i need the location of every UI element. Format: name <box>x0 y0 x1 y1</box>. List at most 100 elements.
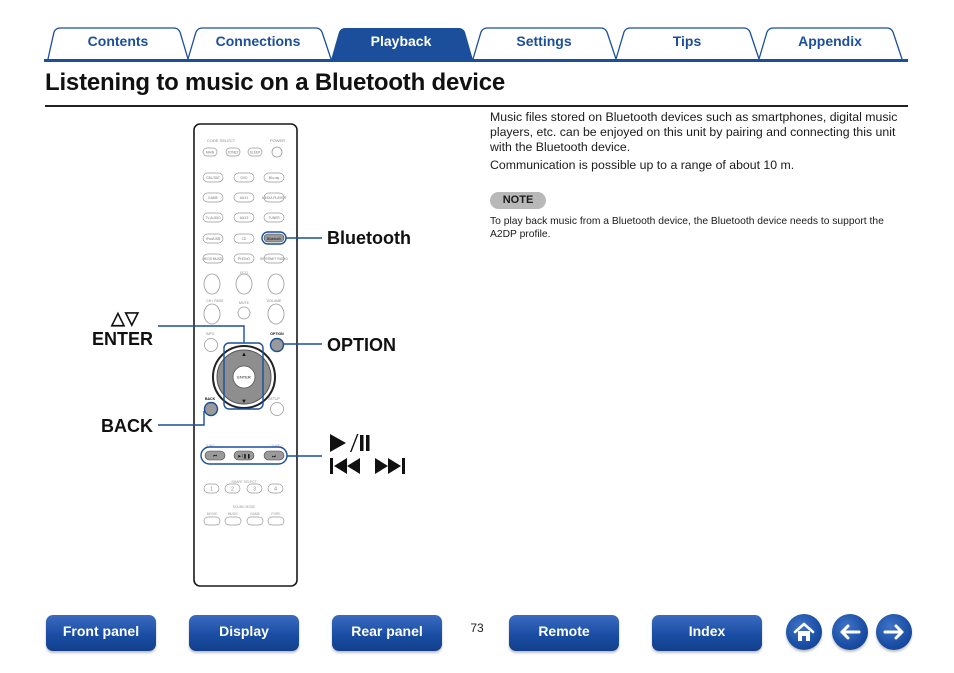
page-title: Listening to music on a Bluetooth device <box>45 69 506 96</box>
mute-button <box>237 306 251 320</box>
skip-forward-button <box>263 450 285 461</box>
svg-text:CBL/SAT: CBL/SAT <box>206 176 220 180</box>
range-paragraph: Communication is possible up to a range … <box>490 158 795 172</box>
info-label: INFO <box>206 332 215 336</box>
tab-bar: Contents Connections Playback Settings T… <box>44 26 908 60</box>
tune-plus-label: TUNE + <box>271 444 283 448</box>
svg-text:ZONE2: ZONE2 <box>228 151 239 155</box>
volume-label: VOLUME <box>267 299 282 303</box>
svg-text:AUX2: AUX2 <box>240 216 249 220</box>
heos-music-button <box>202 253 224 264</box>
back-page-button[interactable] <box>832 614 868 650</box>
tab-contents[interactable]: Contents <box>87 33 149 49</box>
vol-up-button <box>267 273 285 295</box>
option-label: OPTION <box>270 332 284 336</box>
svg-text:GAME: GAME <box>208 196 219 200</box>
callout-skip-back <box>330 458 360 474</box>
option-button <box>269 337 285 353</box>
internet-radio-button <box>263 253 285 264</box>
power-label: POWER <box>270 138 285 143</box>
home-button[interactable] <box>786 614 822 650</box>
note-text: To play back music from a Bluetooth devi… <box>490 216 884 240</box>
intro-paragraph: Music files stored on Bluetooth devices … <box>490 110 898 154</box>
aux2-button <box>233 212 255 223</box>
svg-text:SLEEP: SLEEP <box>250 151 261 155</box>
display-button[interactable]: Display <box>189 615 299 651</box>
play-pause-glyph: ►/❚❚ <box>237 454 250 460</box>
tab-underline <box>44 59 908 62</box>
svg-text:MEDIA PLAYER: MEDIA PLAYER <box>262 196 287 200</box>
smart-select-label: SMART SELECT <box>231 480 256 484</box>
svg-text:PHONO: PHONO <box>238 257 251 261</box>
rear-panel-button[interactable]: Rear panel <box>332 615 442 651</box>
page-number: 73 <box>470 621 484 635</box>
back-button <box>203 401 219 417</box>
svg-text:MOVIE: MOVIE <box>207 512 218 516</box>
svg-text:DVD: DVD <box>241 176 249 180</box>
dvd-button <box>233 172 255 183</box>
tune-minus-label: TUNE - <box>206 444 217 448</box>
index-button[interactable]: Index <box>652 615 762 651</box>
skip-forward-glyph: ⏭ <box>272 454 276 459</box>
smart-select-buttons <box>203 483 284 494</box>
bluetooth-button-label: Bluetooth <box>267 237 281 241</box>
callout-lines <box>158 237 322 457</box>
tab-appendix[interactable]: Appendix <box>798 33 862 49</box>
front-panel-button[interactable]: Front panel <box>46 615 156 651</box>
setup-label: SETUP <box>268 397 280 401</box>
ch-page-label: CH / PAGE <box>206 299 224 303</box>
media-player-button <box>263 192 285 203</box>
svg-text:TUNER: TUNER <box>268 216 280 220</box>
svg-text:4: 4 <box>274 487 277 493</box>
callout-enter: ENTER <box>92 329 153 349</box>
svg-text:PURE: PURE <box>271 512 281 516</box>
sound-mode-labels: MOVIE MUSIC GAME PURE <box>207 512 282 516</box>
tab-connections[interactable]: Connections <box>215 33 301 49</box>
svg-text:3: 3 <box>253 487 256 493</box>
home-icon <box>793 622 815 641</box>
tab-tips[interactable]: Tips <box>672 33 702 49</box>
skip-back-glyph: ⏮ <box>213 454 217 459</box>
cursor-up-glyph: ▲ <box>241 352 247 358</box>
phono-button <box>233 253 255 264</box>
callout-updown: △▽ <box>110 308 140 328</box>
code-select-label: CODE SELECT <box>207 138 236 143</box>
forward-page-button[interactable] <box>876 614 912 650</box>
source-buttons <box>202 147 285 264</box>
game-button <box>202 192 224 203</box>
remote-button[interactable]: Remote <box>509 615 619 651</box>
back-arrow-icon <box>840 624 861 640</box>
tab-playback[interactable]: Playback <box>370 33 432 49</box>
enter-button-label: ENTER <box>237 375 251 380</box>
tv-audio-button <box>202 212 224 223</box>
tuner-button <box>263 212 285 223</box>
play-pause-button <box>233 450 255 461</box>
callout-skip-forward <box>375 458 405 474</box>
note-badge: NOTE <box>490 192 546 209</box>
eco-label: ECO <box>240 271 248 275</box>
zone2-button <box>225 147 241 157</box>
power-button <box>271 146 283 158</box>
ipod-usb-button <box>202 233 224 244</box>
eco-button <box>235 273 253 295</box>
mute-label: MUTE <box>239 301 250 305</box>
svg-text:MAIN: MAIN <box>206 151 215 155</box>
svg-text:HEOS MUSIC: HEOS MUSIC <box>203 257 225 261</box>
tab-settings[interactable]: Settings <box>516 33 572 49</box>
sleep-button <box>247 147 263 157</box>
svg-text:2: 2 <box>231 487 234 493</box>
svg-text:Blu-ray: Blu-ray <box>269 176 280 180</box>
callout-play-pause <box>330 434 370 452</box>
ch-down-button <box>203 303 221 325</box>
title-divider <box>45 105 908 107</box>
svg-text:TV AUDIO: TV AUDIO <box>205 216 221 220</box>
skip-back-button <box>204 450 226 461</box>
forward-arrow-icon <box>883 624 904 640</box>
smart-select-numbers: 1 2 3 4 <box>210 487 277 493</box>
info-button <box>204 338 218 352</box>
callout-back: BACK <box>101 416 153 436</box>
svg-text:GAME: GAME <box>250 512 261 516</box>
bluetooth-button <box>263 233 285 243</box>
sound-mode-buttons <box>203 516 285 526</box>
